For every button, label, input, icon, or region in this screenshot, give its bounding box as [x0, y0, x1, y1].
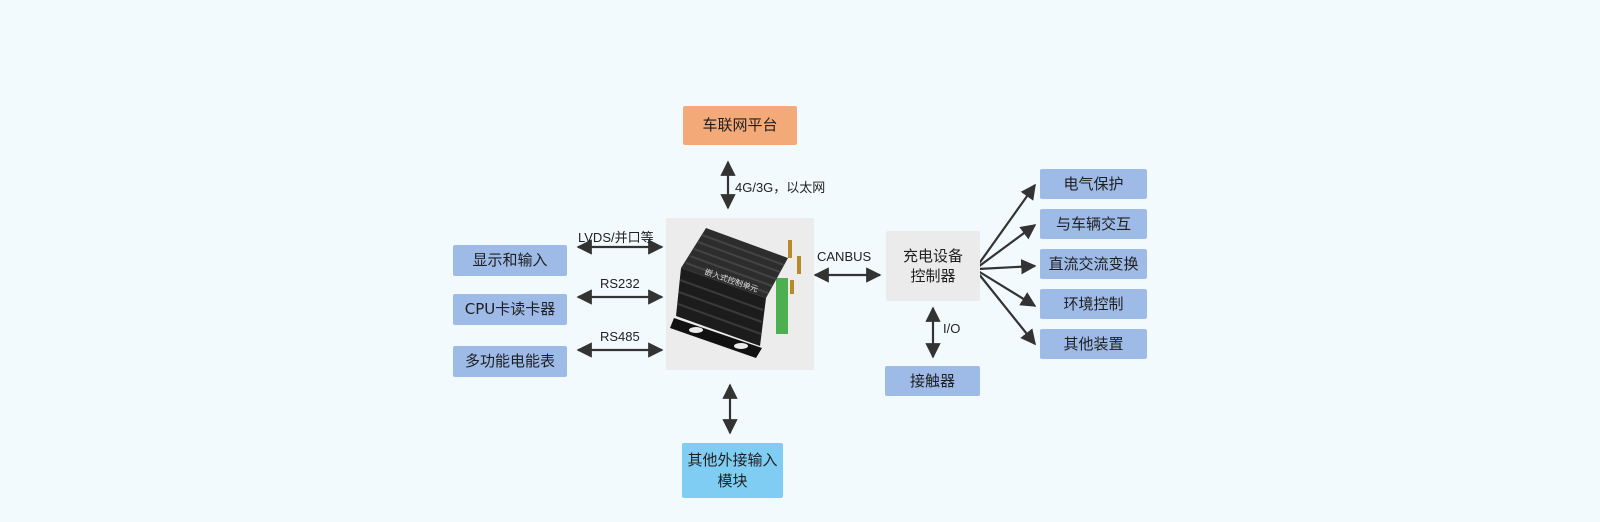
arrow-right-4: [977, 270, 1037, 307]
node-environment-control: 环境控制: [1040, 289, 1147, 319]
embedded-control-unit-icon: 嵌入式控制单元: [670, 228, 801, 358]
arrow-right-2: [977, 224, 1037, 268]
arrow-right-3: [977, 259, 1037, 275]
node-display-input: 显示和输入: [453, 245, 567, 276]
node-vehicle-interaction: 与车辆交互: [1040, 209, 1147, 239]
label-io: I/O: [943, 321, 961, 336]
node-cpu-card-reader: CPU卡读卡器: [453, 294, 567, 325]
node-vehicle-network-platform: 车联网平台: [683, 106, 797, 145]
arrow-right-5: [977, 272, 1036, 346]
label-4g-ethernet: 4G/3G，以太网: [735, 180, 826, 195]
node-charging-controller: 充电设备 控制器: [886, 231, 980, 301]
node-dc-ac-conversion: 直流交流变换: [1040, 249, 1147, 279]
label-lvds: LVDS/并口等: [578, 230, 654, 245]
device-image: 嵌入式控制单元: [666, 218, 814, 370]
node-electrical-protection: 电气保护: [1040, 169, 1147, 199]
node-multifunction-meter: 多功能电能表: [453, 346, 567, 377]
arrow-right-1: [977, 183, 1036, 266]
node-other-devices: 其他装置: [1040, 329, 1147, 359]
node-contactor: 接触器: [885, 366, 980, 396]
label-canbus: CANBUS: [817, 249, 872, 264]
node-external-input-module: 其他外接输入 模块: [682, 443, 783, 498]
label-rs485: RS485: [600, 329, 640, 344]
label-rs232: RS232: [600, 276, 640, 291]
